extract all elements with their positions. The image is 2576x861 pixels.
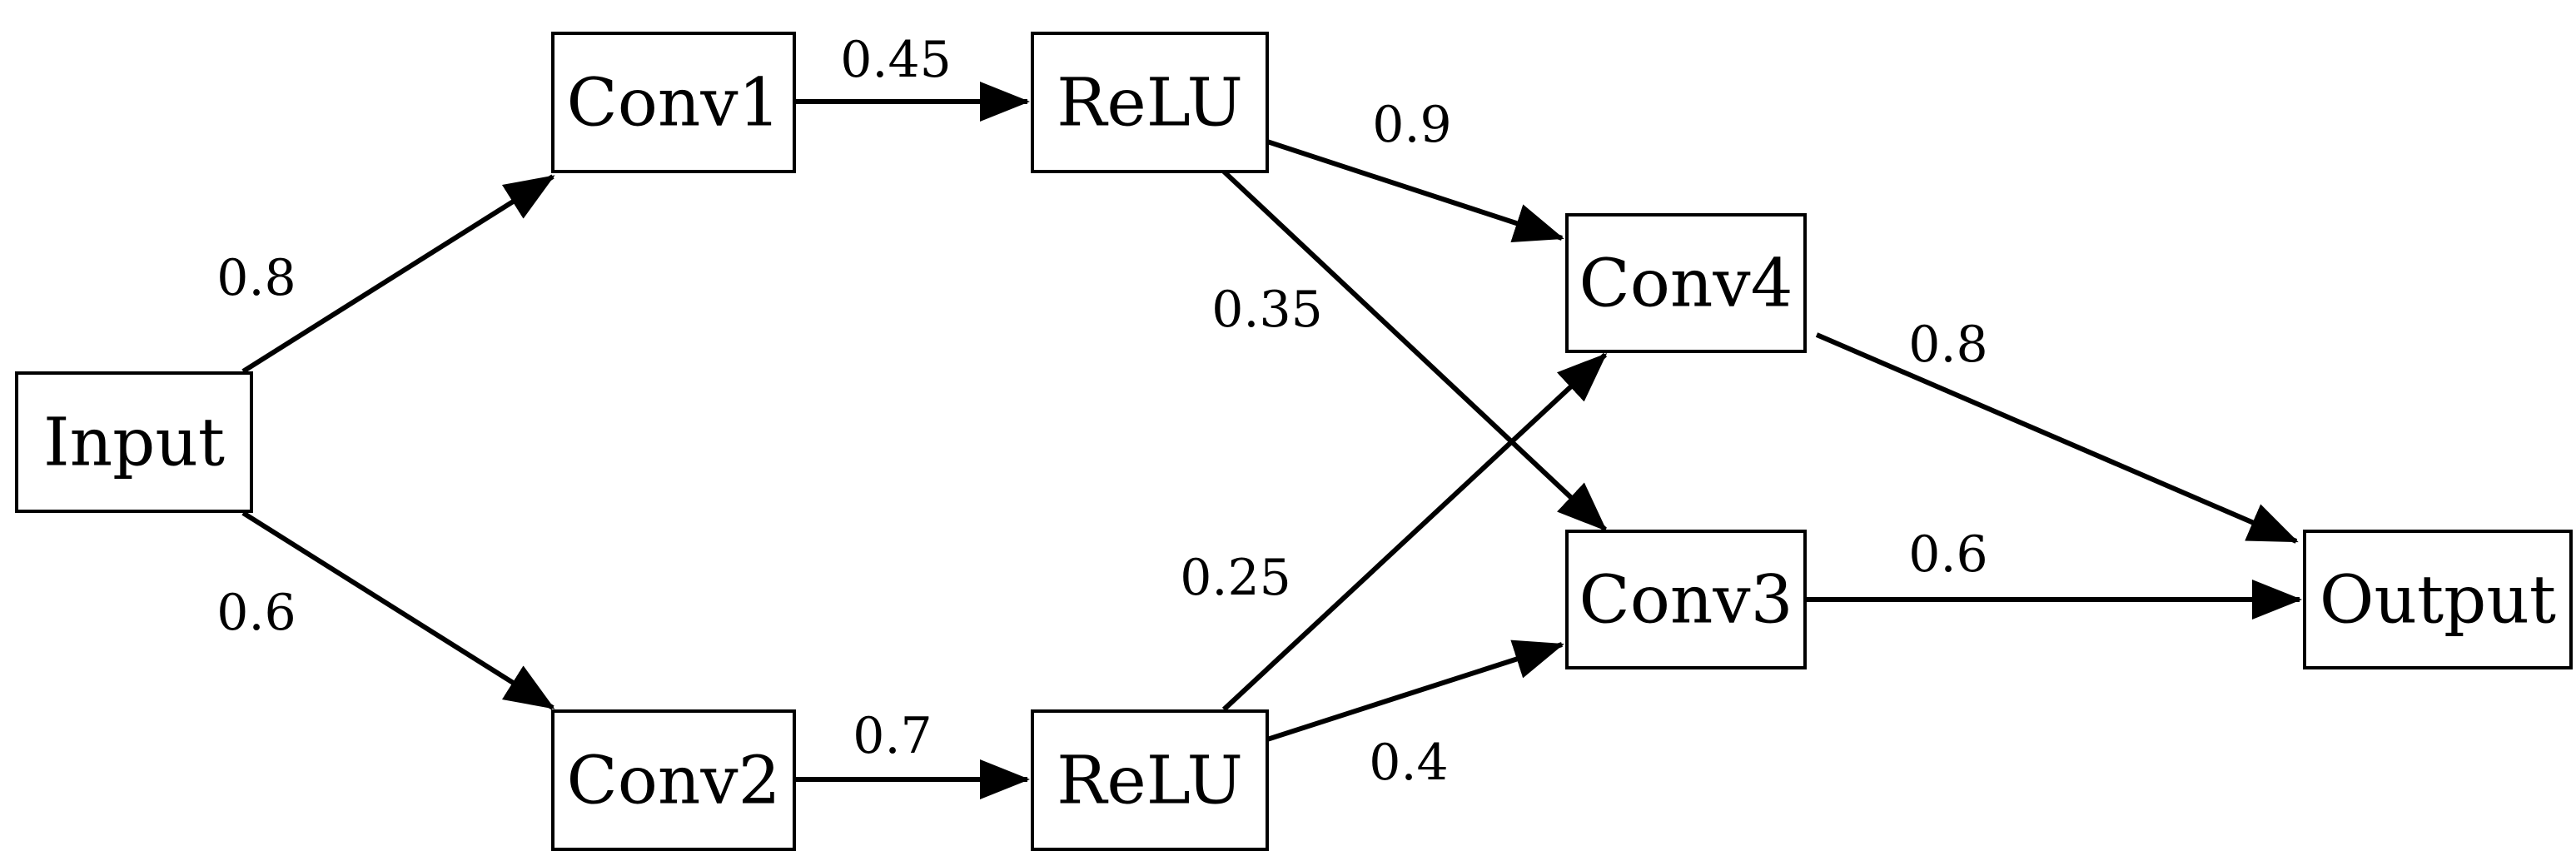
weight-conv4-output: 0.8 xyxy=(1908,316,1987,374)
edge-relu-bottom-conv4 xyxy=(1221,352,1608,712)
weight-input-conv1: 0.8 xyxy=(216,249,296,307)
edge-conv4-output xyxy=(1815,332,2299,544)
edge-relu-top-conv4 xyxy=(1266,139,1564,243)
weight-relu-bottom-conv3: 0.4 xyxy=(1369,734,1448,792)
node-relu-bottom-label: ReLU xyxy=(1057,742,1243,819)
node-conv1: Conv1 xyxy=(551,32,796,173)
node-relu-top: ReLU xyxy=(1031,32,1269,173)
node-input: Input xyxy=(15,371,253,513)
edge-relu-bottom-conv3 xyxy=(1266,640,1564,742)
node-relu-bottom: ReLU xyxy=(1031,709,1269,851)
node-conv4: Conv4 xyxy=(1565,213,1807,353)
node-output-label: Output xyxy=(2320,561,2556,639)
node-relu-top-label: ReLU xyxy=(1057,64,1243,142)
node-conv3-label: Conv3 xyxy=(1579,561,1793,639)
node-conv2: Conv2 xyxy=(551,709,796,851)
weight-relu-top-conv4: 0.9 xyxy=(1372,96,1451,154)
edge-input-conv1 xyxy=(241,174,555,374)
weight-relu-bottom-conv4: 0.25 xyxy=(1180,549,1291,607)
weight-relu-top-conv3: 0.35 xyxy=(1211,281,1323,339)
weight-input-conv2: 0.6 xyxy=(216,584,296,642)
node-conv4-label: Conv4 xyxy=(1579,245,1793,322)
weight-conv2-relu-bottom: 0.7 xyxy=(853,707,932,765)
edges xyxy=(241,82,2302,799)
edge-relu-top-conv3 xyxy=(1221,169,1608,532)
weight-conv1-relu-top: 0.45 xyxy=(840,31,952,89)
weight-conv3-output: 0.6 xyxy=(1908,525,1987,584)
node-input-label: Input xyxy=(43,404,225,481)
node-conv2-label: Conv2 xyxy=(567,742,781,819)
node-conv1-label: Conv1 xyxy=(567,64,781,142)
edge-input-conv2 xyxy=(241,510,555,710)
node-conv3: Conv3 xyxy=(1565,530,1807,669)
node-output: Output xyxy=(2303,530,2573,669)
edge-weights: 0.8 0.6 0.45 0.7 0.9 0.35 0.25 0.4 0.8 0… xyxy=(216,31,1987,792)
